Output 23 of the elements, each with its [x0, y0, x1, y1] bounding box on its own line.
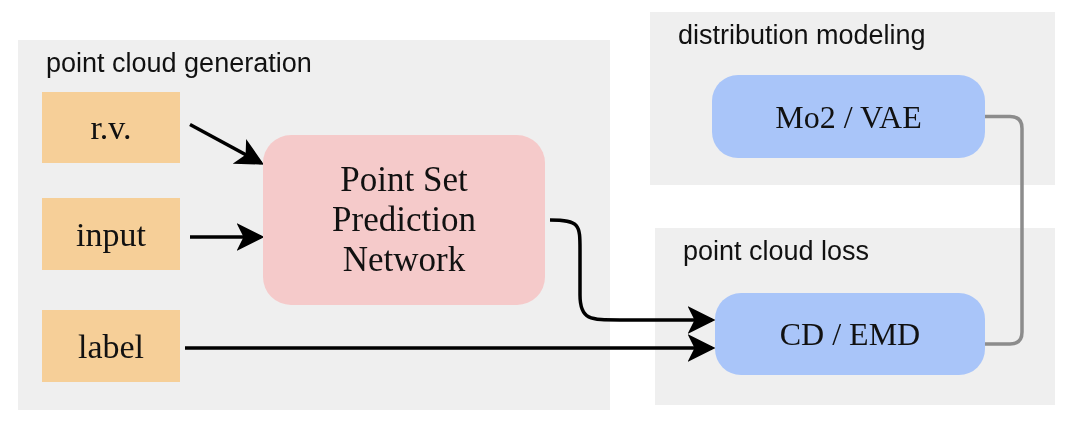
- input-box: [42, 92, 180, 163]
- panel-title: point cloud generation: [46, 47, 312, 80]
- node-label: label: [77, 326, 145, 367]
- node-label: CD / EMD: [779, 315, 921, 354]
- input-box: [42, 310, 180, 382]
- node-label: Mo2 / VAE: [775, 97, 922, 137]
- arrow: [189, 122, 265, 165]
- node-label: input: [76, 214, 146, 255]
- input-box: [42, 198, 180, 270]
- arrow: [185, 334, 716, 362]
- panel-title: point cloud loss: [683, 235, 870, 268]
- panel-title: distribution modeling: [678, 19, 926, 52]
- arrow: [190, 223, 265, 251]
- node-label: Point Set Prediction Network: [331, 159, 477, 281]
- arrow: [549, 218, 716, 334]
- group-panel: [18, 40, 610, 410]
- network-box: [263, 135, 545, 305]
- group-panel: [655, 228, 1055, 405]
- node-label: r.v.: [90, 108, 132, 148]
- loss-box: [712, 75, 985, 158]
- group-panel: [650, 12, 1055, 185]
- loss-box: [715, 293, 985, 375]
- connector-line: [985, 114, 1024, 346]
